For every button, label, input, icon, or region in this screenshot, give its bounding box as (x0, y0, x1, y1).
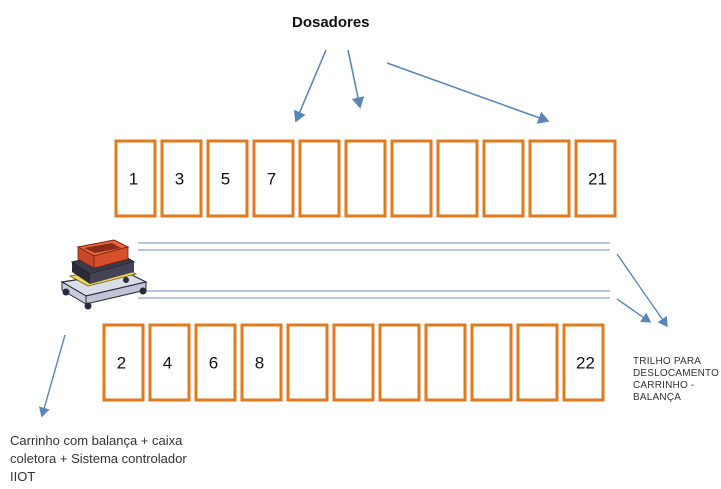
bottom-doser-9 (470, 323, 513, 402)
doser-arrows (293, 49, 550, 124)
arrow-to-doser-7 (293, 49, 327, 123)
arrow-to-doser-far (386, 62, 550, 124)
bottom-doser-2 (148, 323, 191, 402)
bottom-doser-label: 4 (163, 354, 172, 373)
top-doser-label: 21 (588, 170, 607, 189)
bottom-doser-label: 22 (576, 354, 595, 373)
bottom-doser-label: 2 (117, 354, 126, 373)
rail-label: TRILHO PARA DESLOCAMENTO CARRINHO - BALA… (633, 356, 721, 404)
bottom-doser-6 (332, 323, 375, 402)
rail-label-line: CARRINHO - (633, 380, 695, 391)
top-doser-9 (482, 139, 525, 218)
bottom-doser-4 (240, 323, 283, 402)
top-doser-7 (390, 139, 433, 218)
top-doser-label: 3 (175, 170, 184, 189)
cart-icon (60, 239, 148, 310)
bottom-doser-1 (102, 323, 145, 402)
bottom-doser-5 (286, 323, 329, 402)
bottom-doser-8 (424, 323, 467, 402)
rail-label-line: DESLOCAMENTO (633, 368, 720, 379)
cart-label-line: coletora + Sistema controlador (10, 451, 187, 466)
bottom-doser-3 (194, 323, 237, 402)
bottom-doser-11 (562, 323, 605, 402)
rail-arrows (616, 253, 668, 328)
cart-label: Carrinho com balança + caixa coletora + … (10, 432, 270, 486)
top-doser-3 (206, 139, 249, 218)
top-doser-1 (114, 139, 157, 218)
cart-label-line: Carrinho com balança + caixa (10, 433, 183, 448)
bottom-doser-label: 6 (209, 354, 218, 373)
top-doser-4 (252, 139, 295, 218)
dosers-title: Dosadores (292, 14, 370, 31)
top-doser-2 (160, 139, 203, 218)
top-doser-label: 1 (129, 170, 138, 189)
top-doser-label: 5 (221, 170, 230, 189)
cart-label-line: IIOT (10, 469, 36, 484)
top-doser-8 (436, 139, 479, 218)
top-doser-11 (574, 139, 617, 218)
doser-row-bottom: 2 4 6 8 22 (102, 323, 605, 402)
top-doser-6 (344, 139, 387, 218)
top-doser-label: 7 (267, 170, 276, 189)
rail-track (138, 242, 610, 299)
bottom-doser-10 (516, 323, 559, 402)
top-doser-5 (298, 139, 341, 218)
doser-row-top: 1 3 5 7 21 (114, 139, 617, 218)
rail-label-line: BALANÇA (633, 392, 682, 403)
top-doser-10 (528, 139, 571, 218)
arrow-to-doser-mid (347, 49, 365, 109)
rail-label-line: TRILHO PARA (633, 356, 702, 367)
bottom-doser-7 (378, 323, 421, 402)
cart-arrow (38, 334, 66, 418)
bottom-doser-label: 8 (255, 354, 264, 373)
